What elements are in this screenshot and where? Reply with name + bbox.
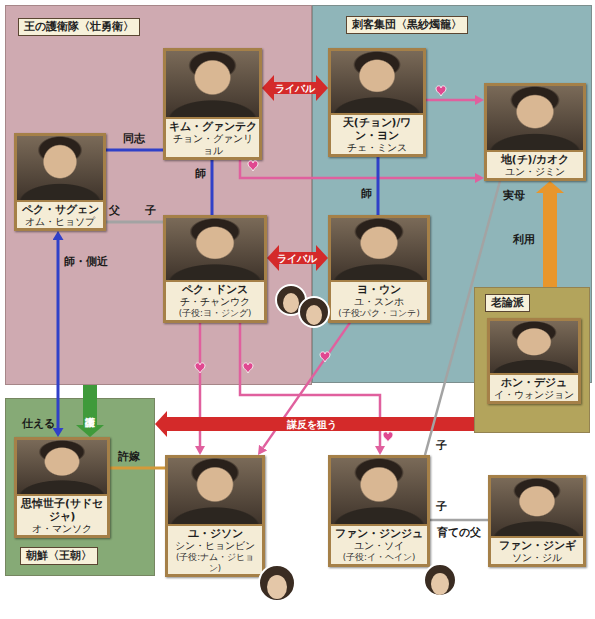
group-heading: 朝鮮〈王朝〉 <box>20 547 98 565</box>
portrait-photo <box>331 51 423 115</box>
relation-label: 実母 <box>503 190 525 202</box>
relation-label: 師 <box>195 168 206 180</box>
relation-label: ライバル <box>277 253 317 264</box>
character-name: 思悼世子(サドセジャ) <box>17 496 107 523</box>
relation-note: 仕える <box>22 418 55 430</box>
character-card: キム・グァンテクチョン・グァンリョル <box>163 48 262 160</box>
group-heading: 老論派 <box>485 294 530 312</box>
character-card: 思悼世子(サドセジャ)オ・マンソク <box>14 437 110 538</box>
character-name: 地(チ)/カオク <box>487 152 583 166</box>
portrait-photo <box>17 440 107 496</box>
actor-name: イ・ウォンジョン <box>490 389 578 401</box>
actor-name: オ・マンソク <box>17 523 107 535</box>
relation-label: 育ての父 <box>437 527 481 539</box>
relation-connector <box>430 519 488 522</box>
portrait-photo <box>491 478 583 538</box>
avatar-face <box>267 575 287 599</box>
character-name: ホン・デジュ <box>490 375 578 389</box>
portrait-photo <box>490 321 578 375</box>
character-card: ペク・サグェンオム・ヒョソプ <box>14 133 106 231</box>
character-card: 地(チ)/カオクユン・ジミン <box>484 83 586 181</box>
character-name: キム・グァンテク <box>166 119 259 133</box>
character-name: ファン・ジンジュ <box>331 526 427 540</box>
child-actor-name: (子役:パク・コンテ) <box>331 308 427 320</box>
character-card: ファン・ジンジュユン・ソイ(子役:イ・ヘイン) <box>328 455 430 567</box>
relation-label: 父 <box>109 205 120 217</box>
portrait-photo <box>166 218 264 282</box>
actor-name: ユン・ソイ <box>331 540 427 552</box>
relation-note: 子 <box>145 205 156 217</box>
character-name: ユ・ジソン <box>168 526 262 540</box>
relation-label: 師・側近 <box>64 256 108 268</box>
actor-name: ソン・ジル <box>491 552 583 564</box>
heart-symbol <box>383 432 393 442</box>
character-card: ユ・ジソンシン・ヒョンビン(子役:ナム・ジヒョン) <box>165 455 265 577</box>
relation-label: 利用 <box>513 234 535 246</box>
avatar-circle <box>424 564 456 596</box>
relation-label: 同志 <box>123 133 145 145</box>
relation-connector <box>167 417 474 431</box>
relation-label: ライバル <box>275 83 315 94</box>
group-region: 王の護衛隊〈壮勇衛〉キム・グァンテクチョン・グァンリョルペク・サグェンオム・ヒョ… <box>5 5 312 385</box>
portrait-photo <box>331 218 427 282</box>
child-actor-avatar <box>424 564 456 596</box>
character-card: 天(チョン)/ワン・ヨンチェ・ミンス <box>328 48 426 157</box>
relation-connector <box>274 82 316 94</box>
actor-name: ユ・スンホ <box>331 296 427 308</box>
actor-name: チェ・ミンス <box>331 142 423 154</box>
character-name: ファン・ジンギ <box>491 538 583 552</box>
character-card: ファン・ジンギソン・ジル <box>488 475 586 567</box>
character-name: ペク・サグェン <box>17 202 103 216</box>
character-name: ヨ・ウン <box>331 282 427 296</box>
portrait-photo <box>168 458 262 526</box>
relation-label: 謀反を狙う <box>287 419 337 430</box>
actor-name: チョン・グァンリョル <box>166 133 259 157</box>
group-heading: 刺客集団〈黒紗燭籠〉 <box>346 16 468 34</box>
child-actor-name: (子役:イ・ヘイン) <box>331 552 427 564</box>
portrait-photo <box>166 51 259 119</box>
portrait-photo <box>331 458 427 526</box>
character-name: ペク・ドンス <box>166 282 264 296</box>
relation-label: 許嫁 <box>118 451 140 463</box>
character-card: ヨ・ウンユ・スンホ(子役:パク・コンテ) <box>328 215 430 323</box>
portrait-photo <box>17 136 103 202</box>
relation-note: 子 <box>436 440 447 452</box>
relation-label: 師 <box>361 188 372 200</box>
character-card: ホン・デジュイ・ウォンジョン <box>487 318 581 404</box>
actor-name: シン・ヒョンビン <box>168 540 262 552</box>
child-actor-name: (子役:ヨ・ジング) <box>166 308 264 320</box>
actor-name: チ・チャンウク <box>166 296 264 308</box>
character-name: 天(チョン)/ワン・ヨン <box>331 115 423 142</box>
character-card: ペク・ドンスチ・チャンウク(子役:ヨ・ジング) <box>163 215 267 323</box>
group-region: 老論派ホン・デジュイ・ウォンジョン <box>474 287 590 433</box>
actor-name: オム・ヒョソプ <box>17 216 103 228</box>
group-heading: 王の護衛隊〈壮勇衛〉 <box>18 18 140 36</box>
child-actor-name: (子役:ナム・ジヒョン) <box>168 552 262 574</box>
avatar-face <box>431 573 449 595</box>
actor-name: ユン・ジミン <box>487 166 583 178</box>
portrait-photo <box>487 86 583 152</box>
relation-note: 子 <box>436 501 447 513</box>
